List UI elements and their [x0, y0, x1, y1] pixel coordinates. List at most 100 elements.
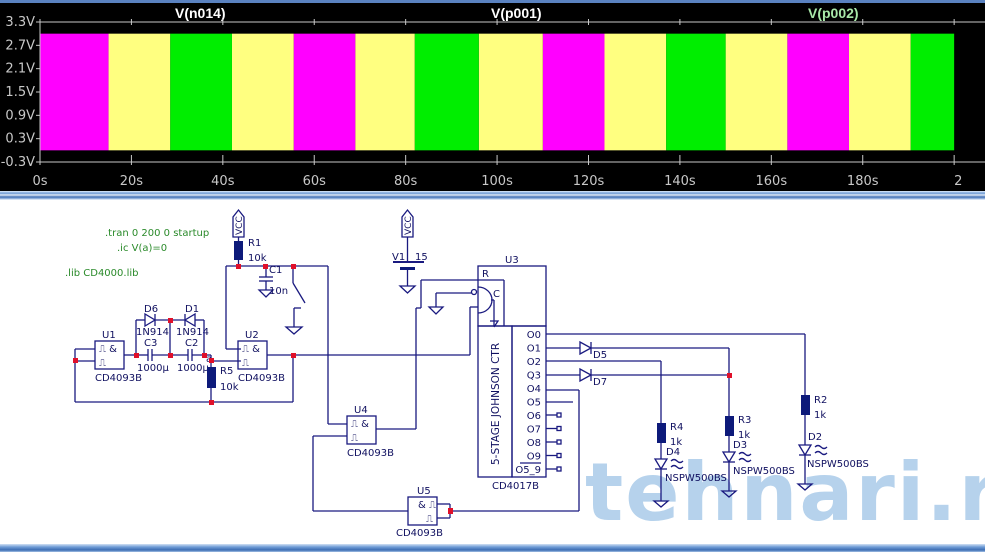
waveform-plot[interactable]: V(n014) V(p001) V(p002) 3.3V2.7V2.1V1.5V… — [0, 0, 985, 192]
u3-pin-o6: O6 — [527, 411, 541, 422]
pane-splitter[interactable] — [0, 191, 985, 200]
gate-u2[interactable]: ⎍ & ⎍ U2 CD4093B — [237, 330, 285, 384]
diode-d5[interactable]: D5 — [579, 340, 607, 361]
resistor-r4[interactable]: R4 1k — [657, 422, 683, 448]
x-tick-label: 80s — [394, 174, 418, 189]
u3-clock-inversion — [470, 288, 478, 296]
pulse-2-1 — [414, 33, 479, 151]
d3-ref: D3 — [733, 440, 747, 451]
u5-symbol-2: ⎍ — [426, 514, 433, 525]
x-tick-label: 20s — [120, 174, 144, 189]
d6-part: 1N914 — [136, 327, 169, 338]
pulse-0-1 — [293, 33, 356, 151]
u5-part: CD4093B — [396, 528, 443, 539]
d3-part: NSPW500BS — [733, 466, 795, 477]
u3-pin-noconnect — [556, 412, 562, 418]
u3-pin-o4: O4 — [527, 384, 541, 395]
resistor-r2[interactable]: R2 1k — [801, 395, 827, 421]
u3-clock-pin: C — [493, 289, 500, 300]
counter-u3[interactable]: U3 R C 5-STAGE JOHNSON CTR CD4017B O0O1O… — [477, 255, 562, 492]
u3-ref: U3 — [505, 255, 519, 266]
u2-part: CD4093B — [238, 373, 285, 384]
directive-tran[interactable]: .tran 0 200 0 startup — [105, 228, 209, 239]
u3-pin-o9: O9 — [527, 452, 541, 463]
schematic-canvas[interactable]: tehnari.ru .tran 0 200 0 startup .ic V(a… — [0, 200, 985, 544]
x-tick-label: 120s — [573, 174, 605, 189]
u3-reset-pin: R — [482, 269, 489, 280]
pulse-1-5 — [725, 33, 788, 151]
x-tick-label: 2 — [954, 174, 962, 189]
d1-ref: D1 — [185, 304, 199, 315]
u3-body-label: 5-STAGE JOHNSON CTR — [490, 343, 502, 465]
schematic-pane[interactable]: tehnari.ru .tran 0 200 0 startup .ic V(a… — [0, 200, 985, 544]
junctions — [73, 264, 732, 514]
gate-u5[interactable]: & ⎍ ⎍ U5 CD4093B — [396, 486, 443, 539]
bottom-border — [0, 544, 985, 552]
x-tick-label: 100s — [481, 174, 513, 189]
r2-ref: R2 — [814, 395, 827, 406]
pulse-0-3 — [787, 33, 850, 151]
r5-ref: R5 — [220, 366, 233, 377]
c2-value: 1000µ — [177, 363, 209, 374]
trace-label-v-p002[interactable]: V(p002) — [808, 5, 859, 21]
c3-ref: C3 — [144, 338, 157, 349]
v1-ref: V1 — [392, 252, 405, 263]
pulse-2-2 — [666, 33, 726, 151]
trace-label-v-n014[interactable]: V(n014) — [175, 5, 226, 21]
r4-value: 1k — [670, 437, 682, 448]
u3-pin-o7: O7 — [527, 425, 541, 436]
pulse-1-4 — [604, 33, 667, 151]
resistor-r3[interactable]: R3 1k — [725, 415, 751, 441]
voltage-source-v1[interactable]: V1 15 — [392, 252, 428, 270]
u3-clock-gate — [477, 286, 493, 314]
resistor-r1[interactable]: R1 10k — [234, 238, 267, 264]
r2-value: 1k — [814, 410, 826, 421]
r3-ref: R3 — [738, 415, 751, 426]
directive-ic[interactable]: .ic V(a)=0 — [117, 243, 167, 254]
directive-lib[interactable]: .lib CD4000.lib — [65, 268, 138, 279]
pulse-0-0 — [40, 33, 109, 151]
u4-part: CD4093B — [347, 448, 394, 459]
pulse-1-0 — [108, 33, 171, 151]
gate-u4[interactable]: ⎍ & ⎍ U4 CD4093B — [346, 405, 394, 459]
pulse-1-6 — [849, 33, 911, 151]
capacitor-c3[interactable]: C3 1000µ — [137, 338, 169, 374]
u3-pin-o8: O8 — [527, 438, 541, 449]
resistor-r5[interactable]: R5 10k — [207, 366, 239, 393]
capacitor-c1[interactable]: C1 10n — [257, 265, 288, 298]
d5-ref: D5 — [593, 350, 607, 361]
watermark: tehnari.ru — [585, 446, 985, 539]
u3-part: CD4017B — [492, 481, 539, 492]
u1-in1-symbol: ⎍ & — [99, 344, 117, 355]
diode-d7[interactable]: D7 — [579, 367, 607, 388]
y-tick-label: 0.3V — [5, 132, 35, 147]
diode-d6[interactable]: D6 1N914 — [136, 304, 169, 338]
vcc-label: VCC — [235, 216, 245, 235]
led-d2[interactable]: D2 NSPW500BS — [797, 432, 869, 470]
c1-value: 10n — [269, 286, 288, 297]
u4-ref: U4 — [354, 405, 368, 416]
c2-ref: C2 — [185, 338, 198, 349]
u3-pin-o5_9: O5_9 — [515, 465, 541, 476]
y-tick-label: 0.9V — [5, 108, 35, 123]
trace-label-v-p001[interactable]: V(p001) — [491, 5, 542, 21]
x-tick-label: 60s — [303, 174, 327, 189]
vcc-label-2: VCC — [404, 216, 414, 235]
vcc-flag-v1[interactable]: VCC — [401, 208, 414, 238]
d1-part: 1N914 — [176, 327, 209, 338]
switch[interactable] — [284, 266, 306, 335]
d2-part: NSPW500BS — [807, 459, 869, 470]
d7-ref: D7 — [593, 377, 607, 388]
u1-ref: U1 — [102, 330, 116, 341]
y-tick-label: 3.3V — [5, 15, 35, 30]
u3-pin-o0: O0 — [527, 330, 541, 341]
y-tick-label: 2.7V — [5, 38, 35, 53]
r5-value: 10k — [220, 382, 239, 393]
d2-ref: D2 — [808, 432, 822, 443]
u4-in1-symbol: ⎍ & — [351, 419, 369, 430]
pulse-0-2 — [542, 33, 605, 151]
u2-ref: U2 — [245, 330, 259, 341]
vcc-flag-r1[interactable]: VCC — [232, 208, 245, 238]
u3-pin-q3: Q3 — [527, 371, 541, 382]
